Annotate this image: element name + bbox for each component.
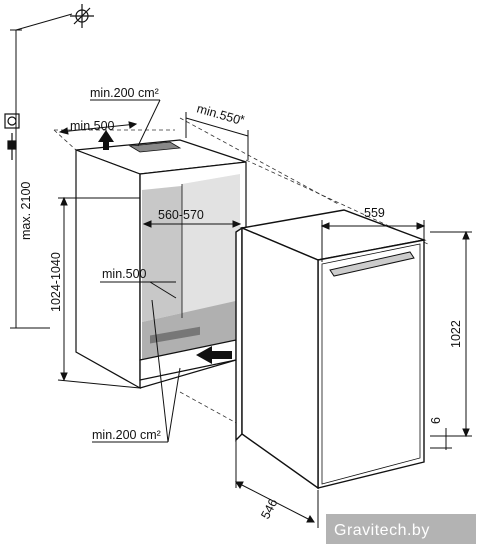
- dim-niche-height: [57, 196, 141, 389]
- height-reference: [10, 13, 73, 329]
- power-socket-icon: [4, 113, 20, 160]
- label-unit-width: 559: [364, 206, 385, 220]
- label-niche-height: 1024-1040: [49, 252, 63, 312]
- airflow-arrow-bottom-icon: [196, 346, 232, 364]
- label-depth-bottom: min.500: [102, 267, 147, 281]
- label-unit-depth: 546: [258, 496, 280, 521]
- dim-niche-width: [142, 220, 242, 228]
- label-depth-top-right: min.550: [195, 101, 242, 127]
- dim-foot-height: [430, 428, 452, 450]
- label-vent-top: min.200 cm²: [90, 86, 159, 100]
- vent-top-leader: [90, 99, 161, 147]
- ground-symbol-icon: [70, 4, 94, 28]
- max-height-label: max. 2100: [19, 182, 33, 240]
- label-niche-width: 560-570: [158, 208, 204, 222]
- airflow-arrow-icon: [98, 130, 114, 150]
- label-unit-height: 1022: [449, 320, 463, 348]
- dim-depth-top-left: [58, 121, 138, 135]
- label-asterisk: *: [240, 113, 245, 127]
- label-foot-height: 6: [429, 417, 443, 424]
- dim-unit-width: [320, 220, 426, 262]
- watermark: Gravitech.by: [326, 514, 476, 544]
- dim-unit-depth: [235, 440, 319, 528]
- dim-unit-height: [430, 230, 472, 438]
- appliance-unit: [235, 209, 427, 490]
- watermark-text: Gravitech.by: [334, 522, 430, 539]
- dim-depth-top-right: [185, 112, 249, 160]
- niche-cabinet: [75, 139, 247, 390]
- dim-depth-bottom: [100, 281, 177, 299]
- label-depth-top-left: min.500: [70, 119, 115, 133]
- vent-bottom-leader: [92, 299, 181, 443]
- label-vent-bottom: min.200 cm²: [92, 428, 161, 442]
